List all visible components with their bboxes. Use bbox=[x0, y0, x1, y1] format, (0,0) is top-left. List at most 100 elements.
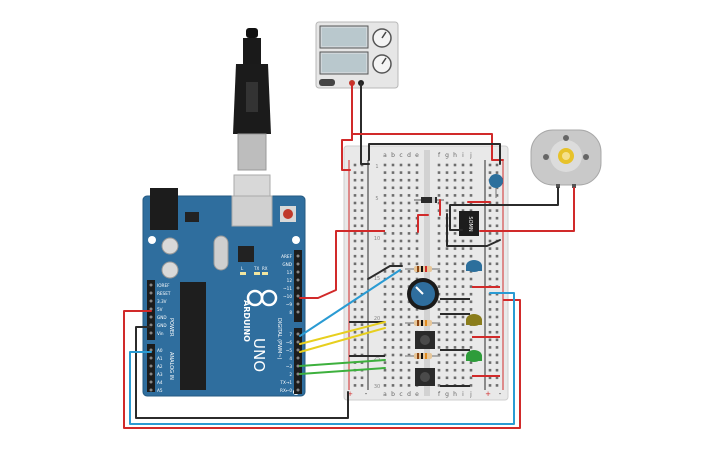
breadboard-hole[interactable] bbox=[407, 254, 411, 258]
breadboard-hole[interactable] bbox=[488, 239, 492, 243]
breadboard-hole[interactable] bbox=[407, 308, 411, 311]
breadboard-hole[interactable] bbox=[461, 346, 465, 349]
breadboard-hole[interactable] bbox=[488, 262, 492, 266]
breadboard-hole[interactable] bbox=[495, 216, 499, 220]
breadboard-hole[interactable] bbox=[353, 247, 357, 250]
breadboard-hole[interactable] bbox=[488, 300, 492, 304]
breadboard-hole[interactable] bbox=[461, 361, 465, 364]
breadboard-hole[interactable] bbox=[407, 277, 411, 281]
breadboard-hole[interactable] bbox=[383, 224, 387, 228]
breadboard-hole[interactable] bbox=[461, 247, 465, 250]
breadboard-hole[interactable] bbox=[415, 232, 419, 235]
breadboard-hole[interactable] bbox=[495, 330, 499, 334]
breadboard-hole[interactable] bbox=[495, 262, 499, 266]
breadboard-hole[interactable] bbox=[495, 300, 499, 304]
breadboard-hole[interactable] bbox=[391, 330, 395, 334]
breadboard-hole[interactable] bbox=[461, 270, 465, 273]
breadboard-hole[interactable] bbox=[407, 262, 411, 266]
breadboard-hole[interactable] bbox=[415, 277, 419, 281]
breadboard-hole[interactable] bbox=[437, 194, 441, 197]
breadboard-hole[interactable] bbox=[383, 376, 387, 380]
breadboard-hole[interactable] bbox=[399, 338, 403, 342]
breadboard-hole[interactable] bbox=[488, 315, 492, 319]
breadboard-hole[interactable] bbox=[445, 163, 449, 167]
breadboard-hole[interactable] bbox=[415, 262, 419, 266]
breadboard-hole[interactable] bbox=[488, 270, 492, 273]
breadboard-hole[interactable] bbox=[383, 384, 387, 387]
breadboard-hole[interactable] bbox=[360, 277, 364, 281]
breadboard-hole[interactable] bbox=[383, 315, 387, 319]
breadboard-hole[interactable] bbox=[407, 353, 411, 357]
breadboard-hole[interactable] bbox=[407, 361, 411, 364]
breadboard-hole[interactable] bbox=[437, 315, 441, 319]
breadboard-hole[interactable] bbox=[437, 262, 441, 266]
breadboard-hole[interactable] bbox=[495, 384, 499, 387]
breadboard-hole[interactable] bbox=[437, 300, 441, 304]
breadboard-hole[interactable] bbox=[488, 308, 492, 311]
capacitor[interactable] bbox=[489, 174, 503, 198]
breadboard-hole[interactable] bbox=[360, 270, 364, 273]
breadboard-hole[interactable] bbox=[488, 361, 492, 364]
push-button[interactable] bbox=[415, 331, 435, 349]
breadboard-hole[interactable] bbox=[461, 315, 465, 319]
breadboard-hole[interactable] bbox=[399, 300, 403, 304]
breadboard-hole[interactable] bbox=[437, 254, 441, 258]
breadboard-hole[interactable] bbox=[415, 239, 419, 243]
breadboard-hole[interactable] bbox=[391, 194, 395, 197]
breadboard-hole[interactable] bbox=[461, 323, 465, 326]
breadboard-hole[interactable] bbox=[461, 171, 465, 174]
breadboard-hole[interactable] bbox=[488, 292, 492, 296]
breadboard-hole[interactable] bbox=[488, 224, 492, 228]
breadboard-hole[interactable] bbox=[495, 224, 499, 228]
breadboard-hole[interactable] bbox=[415, 315, 419, 319]
breadboard-hole[interactable] bbox=[360, 285, 364, 288]
breadboard-hole[interactable] bbox=[399, 292, 403, 296]
breadboard-hole[interactable] bbox=[391, 270, 395, 273]
breadboard-hole[interactable] bbox=[469, 376, 473, 380]
breadboard-hole[interactable] bbox=[407, 186, 411, 190]
breadboard-hole[interactable] bbox=[453, 277, 457, 281]
breadboard-hole[interactable] bbox=[488, 216, 492, 220]
breadboard-hole[interactable] bbox=[383, 163, 387, 167]
breadboard-hole[interactable] bbox=[360, 239, 364, 243]
breadboard-hole[interactable] bbox=[495, 201, 499, 205]
breadboard-hole[interactable] bbox=[407, 178, 411, 182]
breadboard-hole[interactable] bbox=[437, 285, 441, 288]
breadboard-hole[interactable] bbox=[488, 338, 492, 342]
breadboard-hole[interactable] bbox=[453, 262, 457, 266]
breadboard-hole[interactable] bbox=[469, 254, 473, 258]
breadboard-hole[interactable] bbox=[391, 338, 395, 342]
breadboard-hole[interactable] bbox=[360, 247, 364, 250]
breadboard-hole[interactable] bbox=[360, 323, 364, 326]
breadboard-hole[interactable] bbox=[391, 247, 395, 250]
led-green[interactable] bbox=[466, 350, 482, 362]
breadboard-hole[interactable] bbox=[488, 346, 492, 349]
breadboard-hole[interactable] bbox=[391, 353, 395, 357]
breadboard-hole[interactable] bbox=[353, 224, 357, 228]
resistor[interactable] bbox=[405, 353, 440, 359]
breadboard-hole[interactable] bbox=[360, 232, 364, 235]
breadboard-hole[interactable] bbox=[383, 186, 387, 190]
breadboard-hole[interactable] bbox=[469, 384, 473, 387]
breadboard-hole[interactable] bbox=[445, 361, 449, 364]
breadboard-hole[interactable] bbox=[353, 239, 357, 243]
breadboard-hole[interactable] bbox=[453, 201, 457, 205]
breadboard-hole[interactable] bbox=[445, 353, 449, 357]
breadboard-hole[interactable] bbox=[353, 323, 357, 326]
breadboard-hole[interactable] bbox=[488, 163, 492, 167]
breadboard-hole[interactable] bbox=[399, 171, 403, 174]
breadboard-hole[interactable] bbox=[445, 194, 449, 197]
breadboard-hole[interactable] bbox=[495, 209, 499, 212]
breadboard-hole[interactable] bbox=[399, 376, 403, 380]
breadboard-hole[interactable] bbox=[453, 171, 457, 174]
breadboard-hole[interactable] bbox=[437, 384, 441, 387]
breadboard-hole[interactable] bbox=[360, 194, 364, 197]
breadboard-hole[interactable] bbox=[360, 254, 364, 258]
breadboard-hole[interactable] bbox=[469, 292, 473, 296]
breadboard-hole[interactable] bbox=[399, 216, 403, 220]
breadboard-hole[interactable] bbox=[353, 292, 357, 296]
breadboard-hole[interactable] bbox=[391, 224, 395, 228]
breadboard-hole[interactable] bbox=[495, 346, 499, 349]
breadboard-hole[interactable] bbox=[383, 232, 387, 235]
breadboard-hole[interactable] bbox=[415, 171, 419, 174]
